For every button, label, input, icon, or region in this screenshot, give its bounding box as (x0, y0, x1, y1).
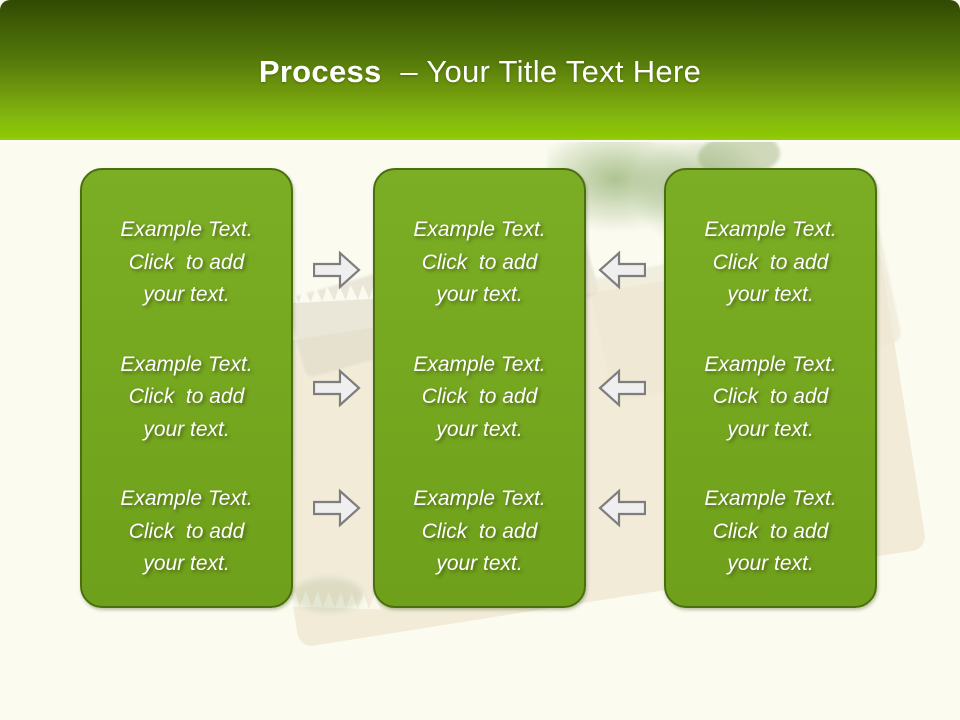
text-placeholder[interactable]: Example Text. Click to add your text. (704, 218, 837, 306)
process-panel-middle: Example Text. Click to add your text. Ex… (373, 168, 586, 608)
background-shadow (293, 578, 363, 612)
process-panel-right: Example Text. Click to add your text. Ex… (664, 168, 877, 608)
text-placeholder[interactable]: Example Text. Click to add your text. (704, 487, 837, 575)
arrow-left-icon (598, 250, 646, 290)
text-placeholder[interactable]: Example Text. Click to add your text. (120, 218, 253, 306)
text-placeholder[interactable]: Example Text. Click to add your text. (413, 487, 546, 575)
page-title: Process – Your Title Text Here (0, 54, 960, 90)
page-title-subtitle: – Your Title Text Here (400, 54, 702, 89)
header-banner: Process – Your Title Text Here (0, 0, 960, 140)
text-placeholder[interactable]: Example Text. Click to add your text. (413, 352, 546, 441)
text-placeholder[interactable]: Example Text. Click to add your text. (120, 487, 253, 575)
arrow-right-icon (313, 368, 361, 408)
text-placeholder[interactable]: Example Text. Click to add your text. (704, 352, 837, 441)
arrow-right-icon (313, 488, 361, 528)
background-cracker-edge (289, 590, 382, 609)
arrow-left-icon (598, 368, 646, 408)
process-panel-left: Example Text. Click to add your text. Ex… (80, 168, 293, 608)
arrow-right-icon (313, 250, 361, 290)
text-placeholder[interactable]: Example Text. Click to add your text. (413, 218, 546, 306)
arrow-left-icon (598, 488, 646, 528)
text-placeholder[interactable]: Example Text. Click to add your text. (120, 352, 253, 441)
page-title-keyword: Process (258, 54, 382, 89)
